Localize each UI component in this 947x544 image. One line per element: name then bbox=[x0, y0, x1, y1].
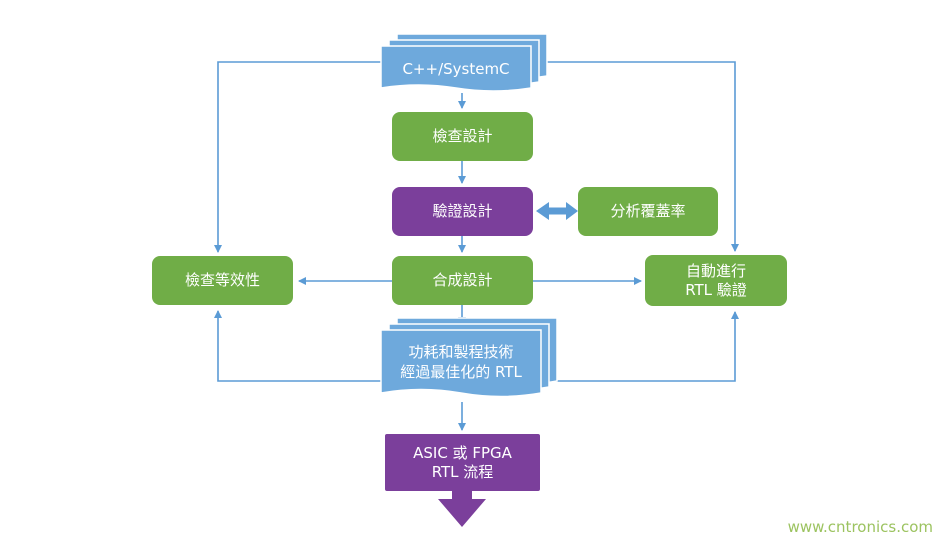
connector-rtl-to-equivalence bbox=[214, 310, 381, 382]
rtl-doc-front bbox=[380, 329, 542, 398]
connector-cpp-to-equivalence bbox=[214, 61, 381, 253]
synthesize-design-box: 合成設計 bbox=[392, 256, 533, 305]
optimized-rtl-shape bbox=[380, 317, 558, 398]
watermark: www.cntronics.com bbox=[787, 518, 933, 536]
connector-cpp-to-autortl bbox=[547, 61, 739, 252]
cpp-doc-front bbox=[380, 45, 532, 92]
asic-fpga-label-line2: RTL 流程 bbox=[431, 462, 494, 481]
asic-fpga-label-line1: ASIC 或 FPGA bbox=[413, 443, 512, 462]
double-arrow bbox=[536, 202, 578, 220]
verify-design-label: 驗證設計 bbox=[432, 202, 493, 221]
analyze-coverage-box: 分析覆蓋率 bbox=[578, 187, 718, 236]
connector-lines bbox=[214, 61, 739, 431]
synthesize-design-label: 合成設計 bbox=[432, 271, 493, 290]
verify-design-box: 驗證設計 bbox=[392, 187, 533, 236]
terminal-down-arrow bbox=[438, 491, 486, 527]
check-design-label: 檢查設計 bbox=[432, 127, 493, 146]
check-design-box: 檢查設計 bbox=[392, 112, 533, 161]
asic-fpga-box: ASIC 或 FPGA RTL 流程 bbox=[385, 434, 540, 491]
auto-rtl-label-line2: RTL 驗證 bbox=[685, 280, 747, 299]
check-equivalence-box: 檢查等效性 bbox=[152, 256, 293, 305]
check-equivalence-label: 檢查等效性 bbox=[184, 271, 260, 290]
analyze-coverage-label: 分析覆蓋率 bbox=[610, 202, 686, 221]
auto-rtl-label-line1: 自動進行 bbox=[685, 261, 746, 280]
connector-rtl-to-autortl bbox=[541, 311, 739, 382]
cpp-systemc-shape bbox=[380, 33, 548, 92]
auto-rtl-box: 自動進行 RTL 驗證 bbox=[645, 255, 787, 306]
